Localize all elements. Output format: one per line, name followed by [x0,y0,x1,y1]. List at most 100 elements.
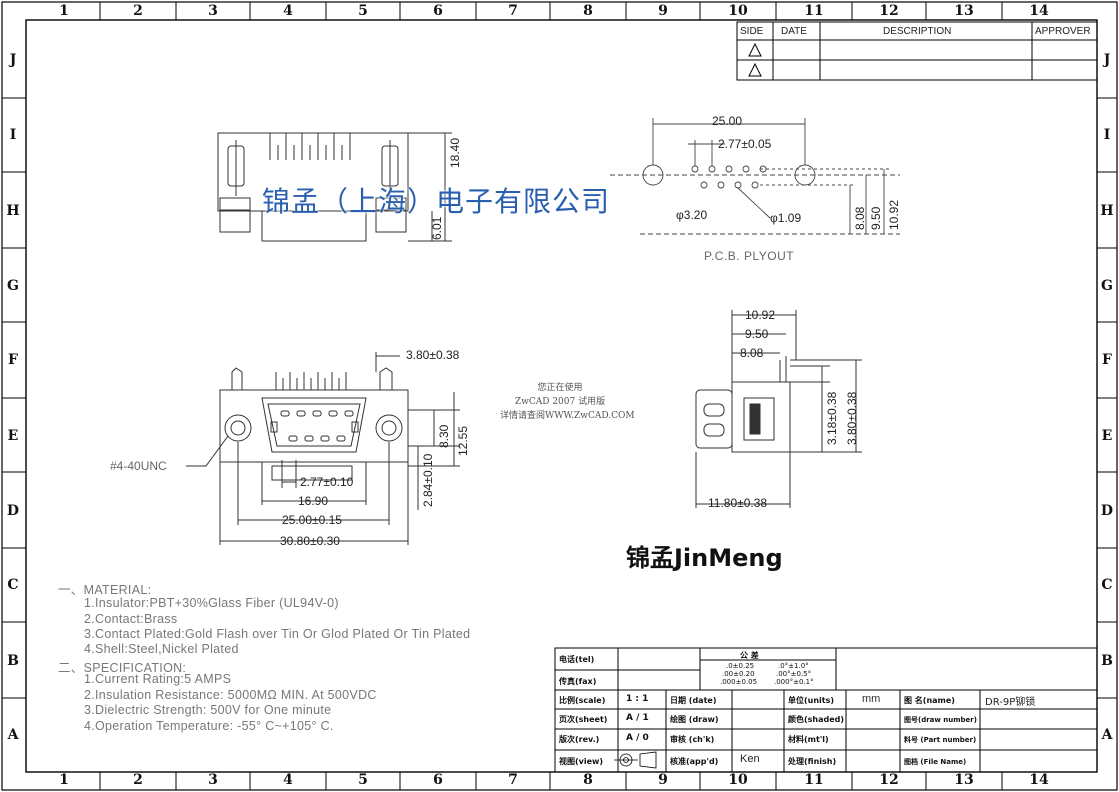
zone-col-2-bottom: 2 [133,772,143,788]
zone-row-c: C [7,577,19,593]
zone-row-e: E [7,428,19,444]
spec-line-4: 4.Operation Temperature: -55° C~+105° C. [84,719,334,733]
zone-row-j: J [9,52,17,68]
spec-line-3: 3.Dielectric Strength: 500V for One minu… [84,703,332,717]
watermark-line-2: ZwCAD 2007 试用版 [514,397,606,407]
zone-row-i: I [9,127,17,143]
zone-col-6: 6 [433,3,443,19]
tb-approved-label: 核准(app'd) [670,757,719,766]
tb-scale-label: 比例(scale) [559,696,606,705]
spec-line-2: 2.Insulation Resistance: 5000MΩ MIN. At … [84,688,377,702]
zone-col-3: 3 [208,3,218,19]
tb-rev-label: 版次(rev.) [559,735,600,744]
material-line-1: 1.Insulator:PBT+30%Glass Fiber (UL94V-0) [84,596,339,610]
tb-sheet-label: 页次(sheet) [559,715,608,724]
zone-col-4: 4 [283,3,293,19]
watermark-line-1: 您正在使用 [537,383,583,393]
tb-rev-value: A / 0 [626,733,649,743]
rev-approver-header: APPROVER [1035,26,1091,37]
zone-col-10: 10 [728,3,748,19]
zone-row-d: D [6,503,20,519]
company-banner: 锦孟（上海）电子有限公司 [262,185,611,218]
front-dim-r2: 12.55 [456,425,470,456]
zone-row-a: A [7,727,19,743]
side-dim-h2: 3.80±0.38 [845,391,859,445]
front-dim-w4: 30.80±0.30 [280,534,340,548]
tb-approved-value: Ken [740,753,760,765]
zone-col-6-bottom: 6 [433,772,443,788]
zone-row-b: B [7,653,19,669]
material-line-3: 3.Contact Plated:Gold Flash over Tin Or … [84,627,471,641]
side-dim-d1: 10.92 [745,308,776,322]
tb-drawno-label: 图号(draw number) [904,716,977,724]
zone-row-h-right: H [1100,203,1114,219]
zone-col-11: 11 [804,3,824,19]
zone-col-1-bottom: 1 [59,772,69,788]
zone-col-14-bottom: 14 [1029,772,1049,788]
material-line-2: 2.Contact:Brass [84,612,178,626]
zone-row-f: F [8,352,18,368]
front-dim-top: 3.80±0.38 [406,348,460,362]
zone-col-9: 9 [658,3,668,19]
zone-col-12-bottom: 12 [879,772,899,788]
front-dim-thread: #4-40UNC [110,459,167,473]
pcb-caption: P.C.B. PLYOUT [704,249,795,263]
pcb-dim-hole-small: φ1.09 [770,211,802,225]
zone-col-5-bottom: 5 [358,772,368,788]
rev-side-header: SIDE [740,26,764,37]
pcb-dim-pitch: 2.77±0.05 [718,137,772,151]
zone-row-a-right: A [1101,727,1113,743]
front-dim-r1: 8.30 [437,424,451,448]
zone-row-g: G [7,278,19,294]
zone-row-j-right: J [1103,52,1111,68]
zone-col-8: 8 [583,3,593,19]
rev-date-header: DATE [781,26,807,37]
front-dim-w1: 2.77±0.10 [300,475,354,489]
spec-title: 二、SPECIFICATION: [58,661,187,675]
zone-col-4-bottom: 4 [283,772,293,788]
zone-col-5: 5 [358,3,368,19]
tb-tol-6: .000°±0.1° [774,678,814,686]
rev-description-header: DESCRIPTION [883,26,952,37]
pcb-dim-hole-large: φ3.20 [676,208,708,222]
side-dim-d2: 9.50 [745,327,769,341]
front-dim-w3: 25.00±0.15 [282,513,342,527]
tb-file-label: 图档 (File Name) [904,758,967,766]
side-dim-width: 11.80±0.38 [708,496,768,510]
zone-col-8-bottom: 8 [583,772,593,788]
tb-date-label: 日期 (date) [670,696,717,705]
zone-row-f-right: F [1102,352,1112,368]
watermark-line-3: 详情请查阅WWW.ZwCAD.COM [500,411,635,421]
pcb-dim-h2: 9.50 [869,206,883,230]
tb-shaded-label: 颜色(shaded) [788,715,845,724]
zone-row-b-right: B [1101,653,1113,669]
tb-tol-1: .0±0.25 [726,662,755,670]
zone-col-2: 2 [133,3,143,19]
tb-check-label: 审核 (ch'k) [670,735,715,744]
material-title: 一、MATERIAL: [58,583,152,597]
zone-row-g-right: G [1101,278,1113,294]
tb-tolerance-label: 公 差 [740,651,759,660]
zone-col-11-bottom: 11 [804,772,824,788]
tb-tol-5: .00°±0.5° [776,670,812,678]
tb-tol-2: .00±0.20 [722,670,755,678]
zone-col-9-bottom: 9 [658,772,668,788]
zone-col-13-bottom: 13 [954,772,974,788]
pcb-dim-width: 25.00 [712,114,743,128]
zone-col-14: 14 [1029,3,1049,19]
tb-finish-label: 处理(finish) [788,757,837,766]
tb-material-label: 材料(mt'l) [788,735,829,744]
tb-tel-label: 电话(tel) [559,655,595,664]
zone-col-7-bottom: 7 [508,772,518,788]
zone-col-10-bottom: 10 [728,772,748,788]
side-dim-h1: 3.18±0.38 [825,391,839,445]
side-dim-d3: 8.08 [740,346,764,360]
zone-row-d-right: D [1100,503,1114,519]
zone-row-e-right: E [1101,428,1113,444]
spec-line-1: 1.Current Rating:5 AMPS [84,672,232,686]
zone-col-3-bottom: 3 [208,772,218,788]
material-line-4: 4.Shell:Steel,Nickel Plated [84,642,239,656]
tb-sheet-value: A / 1 [626,713,649,723]
